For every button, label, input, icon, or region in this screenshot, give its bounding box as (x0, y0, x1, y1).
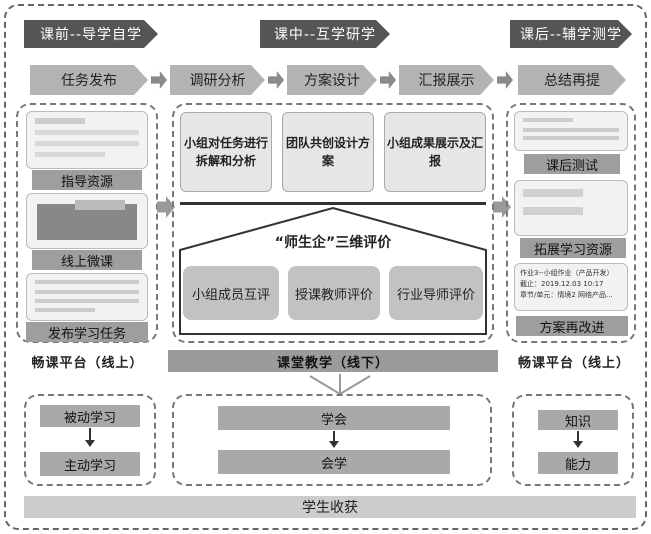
homework-unit: 章节/单元：情境2 网络产品... (520, 291, 613, 299)
outcome-learn-to-learn: 会学 (218, 450, 450, 474)
phase-in-class: 课中--互学研学 (260, 20, 390, 48)
resources-screenshot (514, 180, 628, 236)
phase-post-class: 课后--辅学测学 (510, 20, 632, 48)
evaluation-house (179, 206, 487, 335)
card-co-design: 团队共创设计方案 (282, 112, 374, 192)
homework-card: 作业3--小组作业（产品开发） 截止：2019.12.03 10:17 章节/单… (514, 263, 628, 311)
guidance-screenshot (26, 111, 148, 169)
card-presentation: 小组成果展示及汇报 (384, 112, 486, 192)
left-platform-label: 畅课平台（线上） (31, 355, 144, 371)
down-arrow-icon (573, 441, 583, 448)
down-arrow-icon (329, 441, 339, 448)
right-platform-label: 畅课平台（线上） (517, 355, 630, 371)
middle-column (172, 103, 494, 343)
test-screenshot (514, 111, 628, 151)
step-summary: 总结再提 (518, 65, 626, 95)
outcome-middle-box (172, 394, 492, 486)
phase-pre-class: 课前--导学自学 (24, 20, 158, 48)
eval-teacher: 授课教师评价 (288, 266, 380, 320)
label-online-microcourse: 线上微课 (32, 250, 142, 270)
outer-frame (4, 4, 647, 530)
homework-deadline: 截止：2019.12.03 10:17 (520, 280, 604, 288)
right-column (506, 103, 636, 343)
label-guidance-resources: 指导资源 (32, 170, 142, 190)
outcome-arrow-icon (309, 374, 371, 395)
divider (180, 202, 486, 205)
eval-peer: 小组成员互评 (183, 266, 279, 320)
outcome-passive-learning: 被动学习 (40, 405, 140, 427)
step-research: 调研分析 (170, 65, 265, 95)
down-arrow-icon (85, 440, 95, 447)
label-extended-resources: 拓展学习资源 (520, 238, 626, 258)
outcome-arrow-line (89, 428, 91, 440)
outcome-active-learning: 主动学习 (40, 452, 140, 476)
middle-platform-label: 课堂教学（线下） (168, 350, 498, 372)
step-report: 汇报展示 (399, 65, 494, 95)
eval-mentor: 行业导师评价 (389, 266, 483, 320)
label-after-class-test: 课后测试 (524, 154, 620, 174)
outcome-learned: 学会 (218, 406, 450, 430)
microcourse-screenshot (26, 193, 148, 249)
left-column (16, 103, 158, 343)
step-task-release: 任务发布 (30, 65, 148, 95)
card-task-breakdown: 小组对任务进行拆解和分析 (180, 112, 272, 192)
homework-title: 作业3--小组作业（产品开发） (520, 269, 614, 277)
label-publish-task: 发布学习任务 (26, 322, 148, 342)
outcome-right-box (512, 394, 634, 486)
outcome-left-box (24, 394, 156, 486)
student-gains-bar: 学生收获 (24, 496, 636, 518)
step-plan-design: 方案设计 (287, 65, 377, 95)
flow-arrow-icon (157, 196, 175, 218)
outcome-arrow-line (577, 431, 579, 441)
label-plan-improvement: 方案再改进 (516, 316, 628, 336)
outcome-ability: 能力 (538, 452, 618, 474)
outcome-knowledge: 知识 (538, 410, 618, 430)
evaluation-title: “师生企”三维评价 (274, 235, 392, 251)
outcome-arrow-line (333, 431, 335, 441)
task-screenshot (26, 273, 148, 321)
